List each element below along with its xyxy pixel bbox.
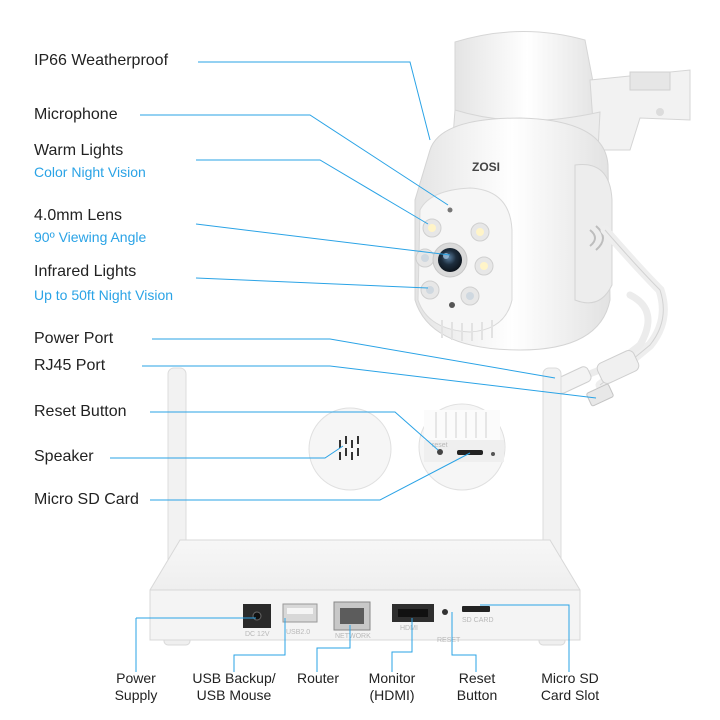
label-lens: 4.0mm Lens: [34, 207, 123, 224]
label-viewing-angle: 90º Viewing Angle: [34, 229, 147, 245]
reset-sd-inset: reset: [418, 403, 506, 491]
label-speaker: Speaker: [34, 448, 94, 465]
ptz-camera: ZOSI: [414, 31, 691, 407]
label-power-port: Power Port: [34, 330, 114, 347]
label-rj45-port: RJ45 Port: [34, 357, 106, 374]
callout-lines: [110, 61, 597, 672]
label-usb-backup: USB Backup/USB Mouse: [192, 670, 276, 703]
svg-text:RESET: RESET: [437, 637, 461, 644]
label-color-night-vision: Color Night Vision: [34, 164, 146, 180]
svg-text:DC 12V: DC 12V: [245, 631, 270, 638]
svg-text:HDMI: HDMI: [400, 625, 418, 632]
brand-logo: ZOSI: [472, 160, 500, 174]
label-monitor-hdmi: Monitor(HDMI): [368, 670, 416, 703]
label-warm-lights: Warm Lights: [34, 142, 124, 159]
label-night-vision-range: Up to 50ft Night Vision: [34, 287, 174, 303]
svg-text:reset: reset: [432, 442, 448, 449]
label-micro-sd-card: Micro SD Card: [34, 491, 139, 508]
nvr-recorder: DC 12V USB2.0 NETWORK HDMI RESET SD CARD: [149, 367, 581, 646]
speaker-inset: [308, 407, 392, 491]
label-infrared-lights: Infrared Lights: [34, 263, 137, 280]
label-microphone: Microphone: [34, 106, 118, 123]
label-ip66-weatherproof: IP66 Weatherproof: [34, 52, 169, 69]
label-reset-button: Reset Button: [34, 403, 127, 420]
label-router: Router: [296, 670, 340, 686]
svg-text:USB2.0: USB2.0: [286, 629, 310, 636]
svg-text:NETWORK: NETWORK: [335, 633, 371, 640]
svg-text:SD CARD: SD CARD: [462, 617, 494, 624]
